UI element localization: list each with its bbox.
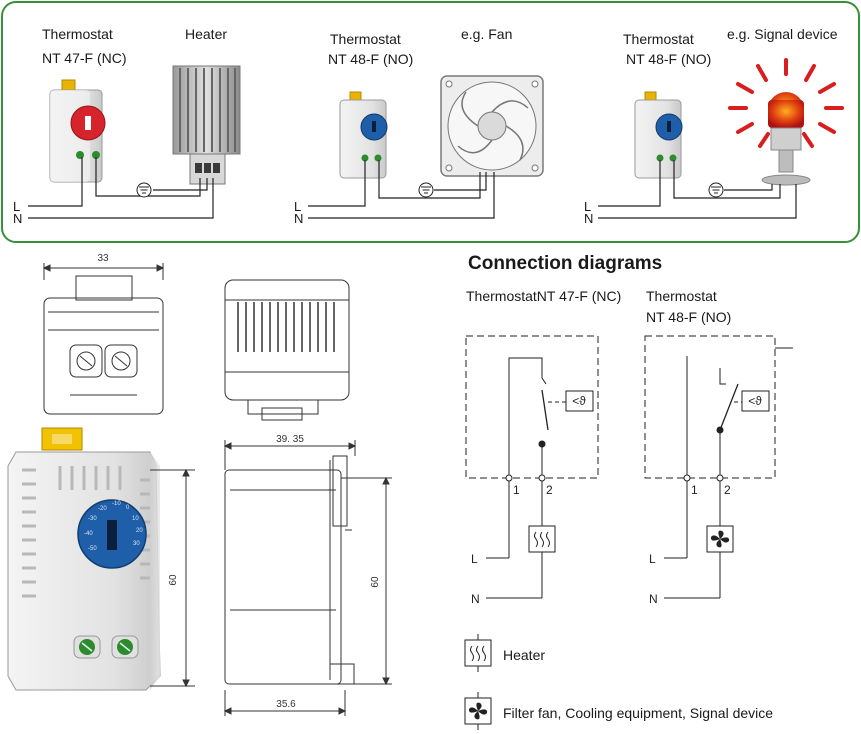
connection-diagrams-title: Connection diagrams: [468, 253, 663, 274]
group-3-device-model: NT 48-F (NO): [626, 51, 712, 67]
group-2-device-model: NT 48-F (NO): [328, 51, 414, 67]
top-view-drawing: [224, 279, 350, 421]
no-terminal-1: 1: [691, 483, 698, 497]
group-1-device-model: NT 47-F (NC): [42, 50, 127, 66]
nc-temp-symbol: <ϑ: [572, 394, 586, 408]
nc-terminal-1: 1: [513, 483, 520, 497]
svg-text:0: 0: [126, 505, 130, 511]
group-3-thermostat: [634, 91, 683, 179]
group-2-thermostat: [339, 91, 388, 179]
signal-device: [728, 58, 844, 186]
nc-caption: ThermostatNT 47-F (NC): [466, 288, 622, 304]
group-2-load-label: e.g. Fan: [461, 26, 513, 42]
side-view-drawing: [223, 440, 392, 716]
dim-depth-top: 39. 35: [276, 434, 304, 445]
group-3-line-n: N: [584, 211, 594, 226]
group-1-line-l: L: [13, 199, 21, 214]
svg-text:10: 10: [132, 516, 139, 522]
legend-fan-icon: [464, 692, 492, 730]
legend-heater-icon: [464, 634, 492, 672]
nc-line-l: L: [471, 552, 478, 566]
front-height-dimension: [150, 468, 195, 688]
svg-text:-30: -30: [88, 516, 97, 522]
legend-fan-label: Filter fan, Cooling equipment, Signal de…: [503, 705, 774, 721]
no-fan-symbol-icon: [710, 530, 730, 548]
group-1-line-n: N: [13, 211, 23, 226]
heater-device: [172, 65, 241, 185]
group-2-wiring: [308, 160, 495, 219]
group-3-wiring: [598, 160, 797, 219]
thermostat-photo: -30-20 -10 010 20 30 -40 -50: [7, 427, 161, 691]
group-2-line-l: L: [294, 199, 302, 214]
no-terminal-2: 2: [724, 483, 731, 497]
dim-height-front: 60: [168, 574, 179, 586]
no-diagram: [644, 335, 793, 599]
group-2-device-title: Thermostat: [330, 31, 401, 47]
group-1-device-title: Thermostat: [42, 26, 113, 42]
svg-text:-20: -20: [98, 506, 107, 512]
group-3-device-title: Thermostat: [623, 31, 694, 47]
svg-text:-10: -10: [112, 501, 121, 507]
dim-height-side: 60: [370, 576, 381, 588]
dim-width-top: 33: [97, 253, 109, 264]
legend-heater-label: Heater: [503, 647, 546, 663]
fan-device: [440, 75, 544, 177]
no-line-n: N: [649, 592, 658, 606]
group-3-ground-icon: [708, 182, 724, 198]
svg-text:-40: -40: [84, 531, 93, 537]
svg-text:-50: -50: [88, 546, 97, 552]
no-caption-line1: Thermostat: [646, 288, 717, 304]
front-view-drawing: [42, 263, 165, 415]
nc-diagram: [465, 335, 599, 599]
group-1-ground-icon: [136, 182, 152, 198]
group-3-line-l: L: [584, 199, 592, 214]
svg-text:20: 20: [136, 528, 143, 534]
nc-line-n: N: [471, 592, 480, 606]
group-2-ground-icon: [418, 182, 434, 198]
nc-terminal-2: 2: [546, 483, 553, 497]
group-2-line-n: N: [294, 211, 304, 226]
no-caption-line2: NT 48-F (NO): [646, 309, 732, 325]
group-3-load-label: e.g. Signal device: [727, 26, 838, 42]
group-1-thermostat: [49, 79, 106, 183]
group-1-load-label: Heater: [185, 26, 228, 42]
dim-depth-bottom: 35.6: [276, 699, 296, 710]
svg-text:30: 30: [133, 541, 140, 547]
no-line-l: L: [649, 552, 656, 566]
no-temp-symbol: <ϑ: [748, 394, 762, 408]
